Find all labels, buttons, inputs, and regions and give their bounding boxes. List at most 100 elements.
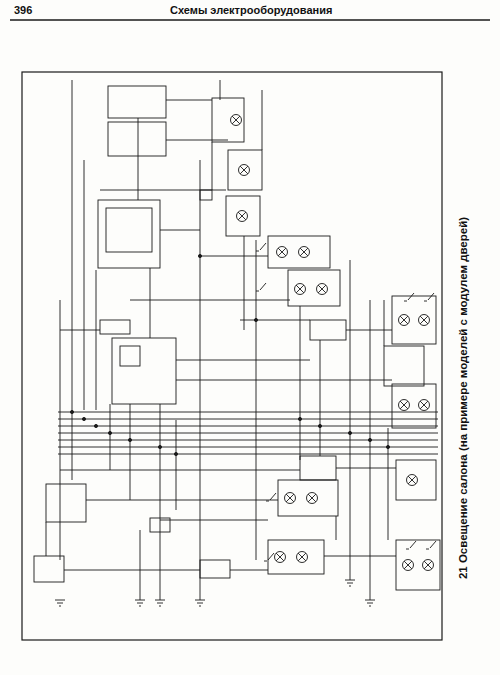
- lamp-symbol: [299, 247, 310, 258]
- wire: [110, 404, 111, 470]
- wire: [60, 300, 61, 560]
- junction-dot: [108, 431, 111, 434]
- wire: [200, 256, 268, 257]
- component-box: [288, 270, 340, 306]
- component-box: [310, 320, 346, 340]
- component-box: [396, 540, 440, 590]
- switch-symbol: [256, 283, 266, 291]
- component-box: [22, 72, 442, 640]
- schematic: [10, 20, 490, 640]
- component-box: [396, 460, 436, 500]
- lamp-symbol: [403, 560, 414, 571]
- component-box: [392, 384, 436, 428]
- wire: [262, 90, 263, 150]
- wire: [320, 340, 321, 456]
- wire: [72, 80, 73, 480]
- wire: [176, 420, 177, 510]
- wire: [58, 412, 438, 413]
- wire: [240, 320, 310, 321]
- junction-dot: [318, 424, 321, 427]
- wire: [86, 500, 278, 501]
- component-box: [278, 480, 338, 516]
- junction-dot: [174, 452, 177, 455]
- lamp-symbol: [307, 493, 318, 504]
- wire: [200, 160, 201, 600]
- lamp-symbol: [419, 400, 430, 411]
- component-box: [108, 86, 166, 118]
- component-box: [200, 560, 230, 578]
- switch-symbol: [426, 541, 436, 549]
- component-box: [226, 196, 260, 236]
- wire: [58, 447, 438, 448]
- component-box: [300, 456, 336, 480]
- page-number: 396: [14, 4, 32, 16]
- wire: [58, 454, 438, 455]
- ground-symbol: [365, 600, 375, 606]
- wire: [230, 570, 268, 571]
- junction-dot: [298, 417, 301, 420]
- wire: [244, 236, 245, 330]
- wire: [140, 530, 141, 600]
- lamp-symbol: [419, 315, 430, 326]
- wire: [388, 428, 389, 540]
- wire: [58, 433, 438, 434]
- junction-dot: [94, 424, 97, 427]
- lamp-symbol: [237, 211, 248, 222]
- wire: [46, 522, 47, 556]
- wire: [176, 360, 310, 361]
- ground-symbol: [55, 600, 65, 606]
- page-title: Схемы электрооборудования: [170, 4, 332, 16]
- component-box: [46, 484, 86, 522]
- wire: [370, 300, 371, 600]
- component-box: [268, 236, 330, 268]
- wire: [64, 570, 200, 571]
- lamp-symbol: [277, 247, 288, 258]
- wire: [58, 419, 438, 420]
- component-box: [108, 122, 166, 156]
- component-box: [228, 150, 262, 190]
- lamp-symbol: [297, 552, 308, 563]
- ground-symbol: [155, 600, 165, 606]
- wire: [160, 520, 268, 521]
- lamp-symbol: [399, 400, 410, 411]
- component-box: [106, 208, 152, 252]
- component-box: [212, 98, 244, 142]
- junction-dot: [70, 410, 73, 413]
- wire: [324, 556, 396, 557]
- switch-symbol: [404, 293, 414, 301]
- lamp-symbol: [285, 493, 296, 504]
- lamp-symbol: [231, 115, 242, 126]
- lamp-symbol: [423, 560, 434, 571]
- switch-symbol: [406, 541, 416, 549]
- ground-symbol: [135, 600, 145, 606]
- component-box: [34, 556, 64, 582]
- wire: [130, 300, 290, 301]
- component-box: [120, 346, 140, 366]
- junction-dot: [158, 445, 161, 448]
- junction-dot: [386, 445, 389, 448]
- wire: [220, 80, 221, 100]
- wire: [160, 230, 200, 231]
- wire: [336, 468, 396, 469]
- lamp-symbol: [399, 315, 410, 326]
- wire: [150, 268, 151, 338]
- wire: [84, 160, 85, 410]
- junction-dot: [368, 438, 371, 441]
- wire: [60, 470, 300, 471]
- junction-dot: [82, 417, 85, 420]
- junction-dot: [348, 431, 351, 434]
- wire: [100, 190, 226, 191]
- wire: [58, 440, 438, 441]
- wire: [138, 118, 139, 200]
- ground-symbol: [195, 600, 205, 606]
- wire: [58, 426, 438, 427]
- switch-symbol: [264, 553, 274, 561]
- component-box: [112, 338, 176, 404]
- junction-dot: [254, 318, 257, 321]
- header-rule: [10, 19, 490, 20]
- wire: [212, 142, 213, 190]
- wire: [60, 330, 100, 331]
- lamp-symbol: [275, 552, 286, 563]
- wire: [160, 404, 161, 600]
